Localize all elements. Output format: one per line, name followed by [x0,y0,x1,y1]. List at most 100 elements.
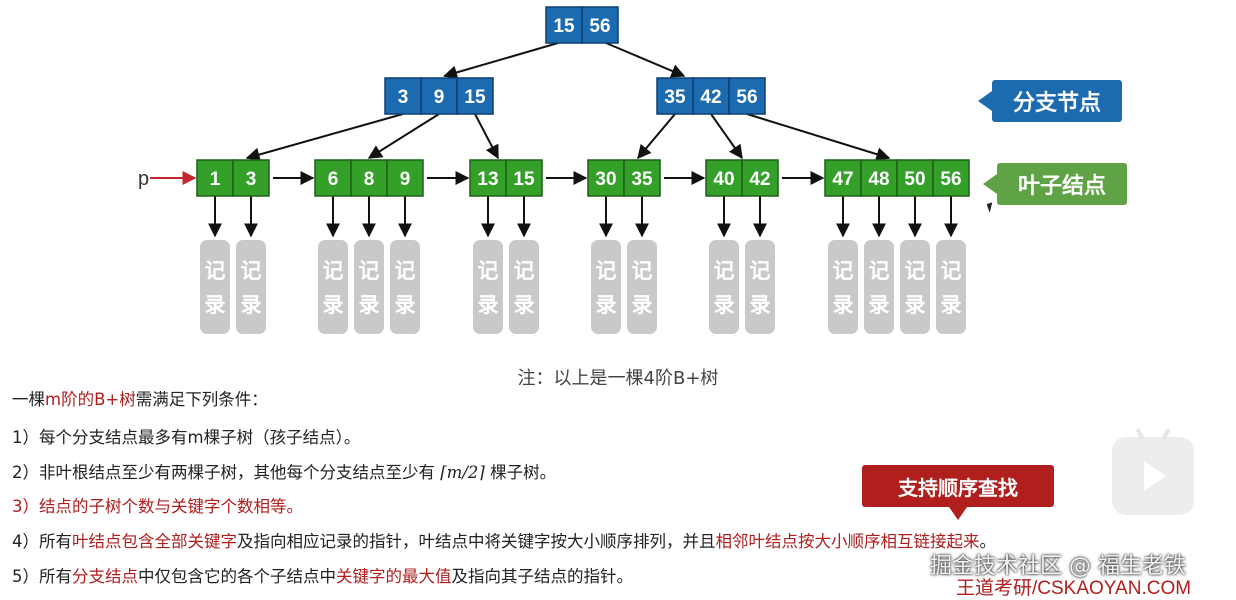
leaf-node-cell [932,159,970,197]
record-label: 记 [833,259,854,283]
record-label: 录 [833,293,854,317]
record-label: 录 [241,293,262,317]
leaf-node-cell [505,159,543,197]
record-label: 记 [750,259,771,283]
leaf-node-cell [314,159,352,197]
branch-to-leaf-arrow [746,113,891,161]
leaf-node-key: 50 [904,169,925,190]
record-label: 录 [205,293,226,317]
leaf-node-key: 47 [832,169,853,190]
branch-node-cell [420,77,458,115]
record-block: 记录 [745,240,775,334]
sequential-search-label: 支持顺序查找 [898,475,1018,500]
leaf-node-key: 30 [595,169,616,190]
record-label: 录 [714,293,735,317]
leaf-node-key: 1 [210,169,221,190]
record-block: 记录 [864,240,894,334]
branch-to-leaf-arrow [637,113,676,160]
branch-node-key: 15 [464,87,486,108]
record-label: 录 [596,293,617,317]
branch-to-leaf-arrow [474,113,499,160]
record-block: 记录 [200,240,230,334]
branch-node-cell [456,77,494,115]
record-block: 记录 [591,240,621,334]
leaf-node-cell [386,159,424,197]
record-block: 记录 [473,240,503,334]
rules-intro-highlight: m阶的B+树 [45,390,136,409]
leaf-node-key: 9 [400,169,411,190]
record-block: 记录 [318,240,348,334]
record-label: 录 [323,293,344,317]
platform-watermark: 掘金技术社区 @ 福生老铁 [930,554,1186,579]
record-block: 记录 [900,240,930,334]
branch-node-key: 35 [664,87,686,108]
record-label: 记 [632,259,653,283]
record-label: 录 [359,293,380,317]
record-block: 记录 [936,240,966,334]
leaf-node-key: 56 [940,169,961,190]
leaf-node: 30 35 [587,159,661,197]
leaf-node-cell [705,159,743,197]
record-label: 录 [905,293,926,317]
record-label: 录 [632,293,653,317]
record-label: 记 [359,259,380,283]
record-block: 记录 [709,240,739,334]
record-label: 录 [478,293,499,317]
leaf-node-key: 8 [364,169,375,190]
branch-node-key: 3 [398,87,409,108]
record-block: 记录 [828,240,858,334]
record-block: 记录 [390,240,420,334]
branch-to-leaf-arrow [710,113,743,160]
record-label: 录 [869,293,890,317]
record-block: 记录 [627,240,657,334]
record-label: 记 [478,259,499,283]
leaf-node-cell [741,159,779,197]
leaf-node-cell [587,159,625,197]
leaf-node-callout: 叶子结点 [983,163,1127,205]
leaf-node-key: 15 [513,169,535,190]
site-watermark: 王道考研/CSKAOYAN.COM [956,578,1192,599]
rule-1: 1）每个分支结点最多有m棵子树（孩子结点）。 [12,428,361,447]
branch-node-callout: 分支节点 [978,80,1122,122]
record-label: 记 [514,259,535,283]
branch-node-key: 56 [736,87,757,108]
root-node-key: 15 [553,16,575,37]
rule-5: 5）所有分支结点中仅包含它的各个子结点中关键字的最大值及指向其子结点的指针。 [12,567,633,586]
record-label: 记 [941,259,962,283]
branch-node-cell [384,77,422,115]
branch-node-key: 42 [700,87,721,108]
root-node-key: 56 [589,16,610,37]
leaf-node-label: 叶子结点 [1017,174,1106,199]
leaf-node-key: 3 [246,169,257,190]
branch-to-leaf-arrow [367,113,440,159]
root-to-branch-arrow [605,42,686,78]
record-label: 录 [941,293,962,317]
rule-4: 4）所有叶结点包含全部关键字及指向相应记录的指针，叶结点中将关键字按大小顺序排列… [12,532,996,551]
record-label: 录 [395,293,416,317]
video-play-icon[interactable] [1112,427,1194,515]
branch-node-cell [692,77,730,115]
leaf-node-cell [896,159,934,197]
rule-3: 3）结点的子树个数与关键字个数相等。 [12,497,303,516]
branch-node: 35 42 56 [656,77,766,115]
leaf-node-key: 42 [749,169,770,190]
leaf-node-key: 6 [328,169,339,190]
record-label: 记 [714,259,735,283]
leaf-node-key: 35 [631,169,653,190]
record-label: 记 [869,259,890,283]
record-label: 记 [205,259,226,283]
leaf-node-key: 13 [477,169,498,190]
rules-intro: 一棵m阶的B+树需满足下列条件： [12,390,268,409]
record-block: 记录 [236,240,266,334]
branch-to-leaf-arrow [245,113,404,162]
record-label: 记 [905,259,926,283]
branch-node-label: 分支节点 [1012,91,1101,116]
record-block: 记录 [354,240,384,334]
